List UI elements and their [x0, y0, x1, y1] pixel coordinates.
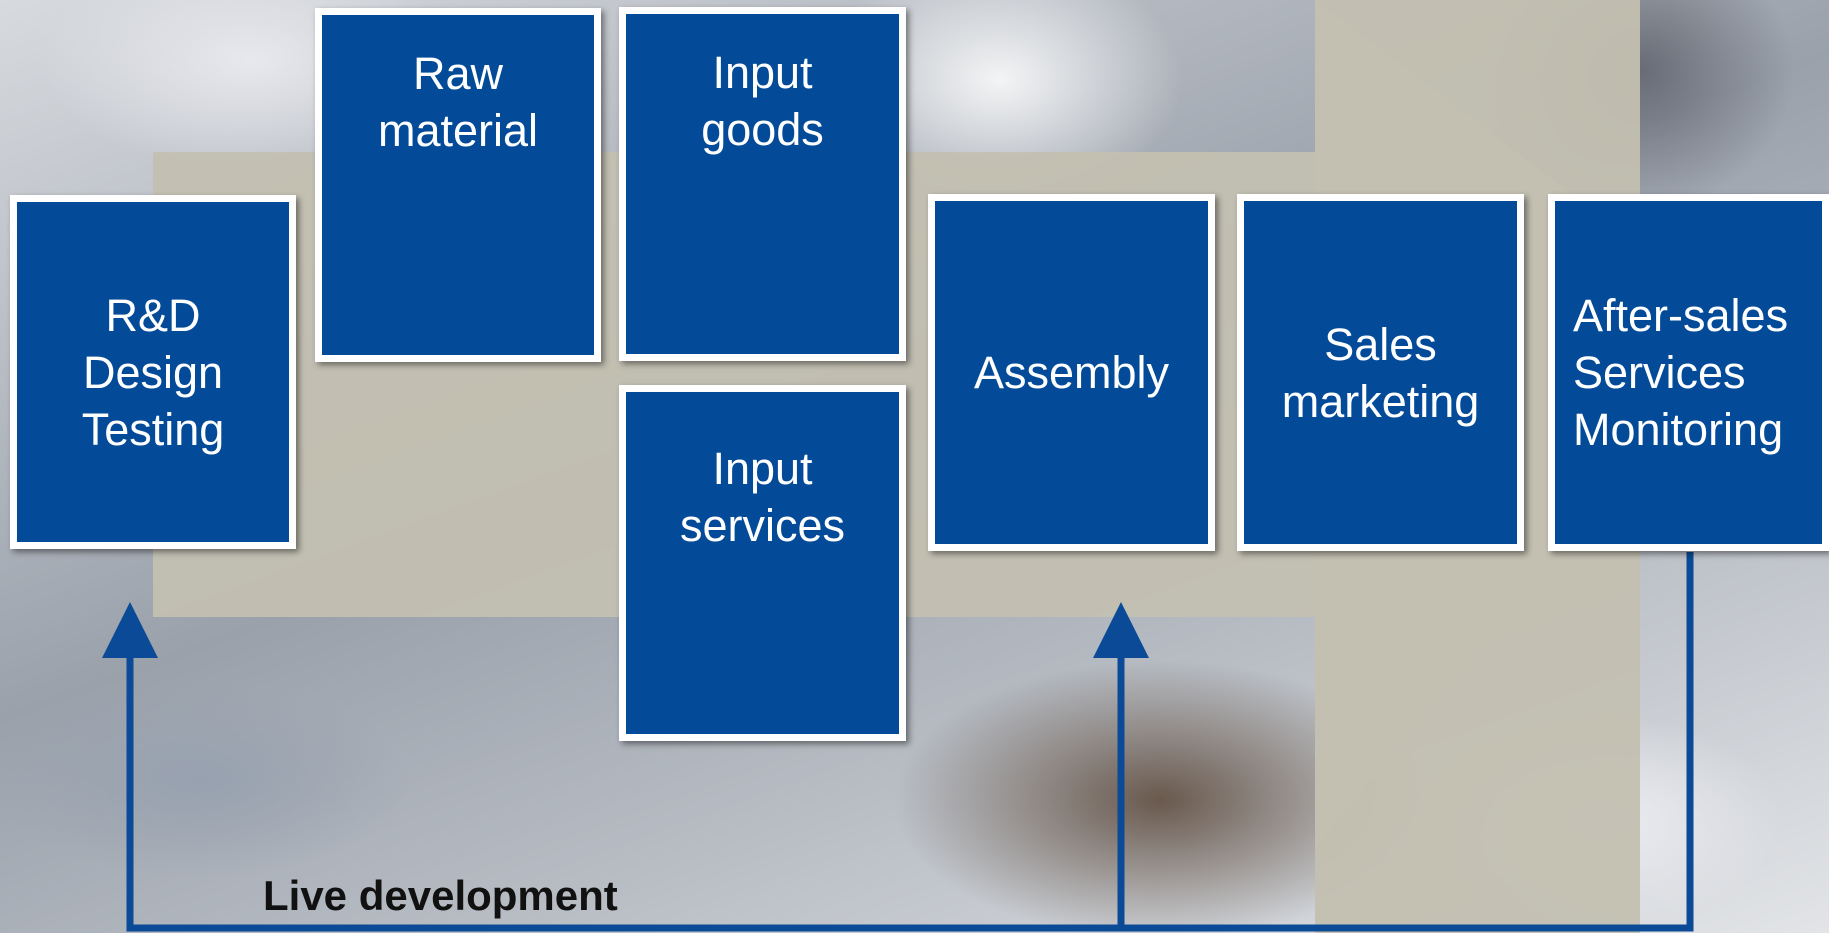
after-sales-box: After-sales Services Monitoring	[1548, 194, 1829, 551]
rd-design-testing-label: R&D Design Testing	[81, 289, 225, 455]
raw-material-label: Raw material	[377, 48, 539, 156]
input-services-label: Input services	[679, 442, 846, 551]
input-goods-label: Input goods	[701, 47, 824, 155]
after-sales-label: After-sales Services Monitoring	[1573, 290, 1789, 455]
input-services-box: Input services	[619, 385, 906, 741]
feedback-line	[102, 552, 1694, 932]
live-development-caption: Live development	[263, 872, 618, 919]
assembly-label: Assembly	[973, 347, 1170, 398]
rd-design-testing-box: R&D Design Testing	[10, 195, 296, 549]
raw-material-box: Raw material	[315, 8, 601, 362]
sales-marketing-box: Sales marketing	[1237, 194, 1524, 551]
assembly-box: Assembly	[928, 194, 1215, 551]
input-goods-box: Input goods	[619, 7, 906, 361]
sales-marketing-label: Sales marketing	[1281, 318, 1480, 427]
